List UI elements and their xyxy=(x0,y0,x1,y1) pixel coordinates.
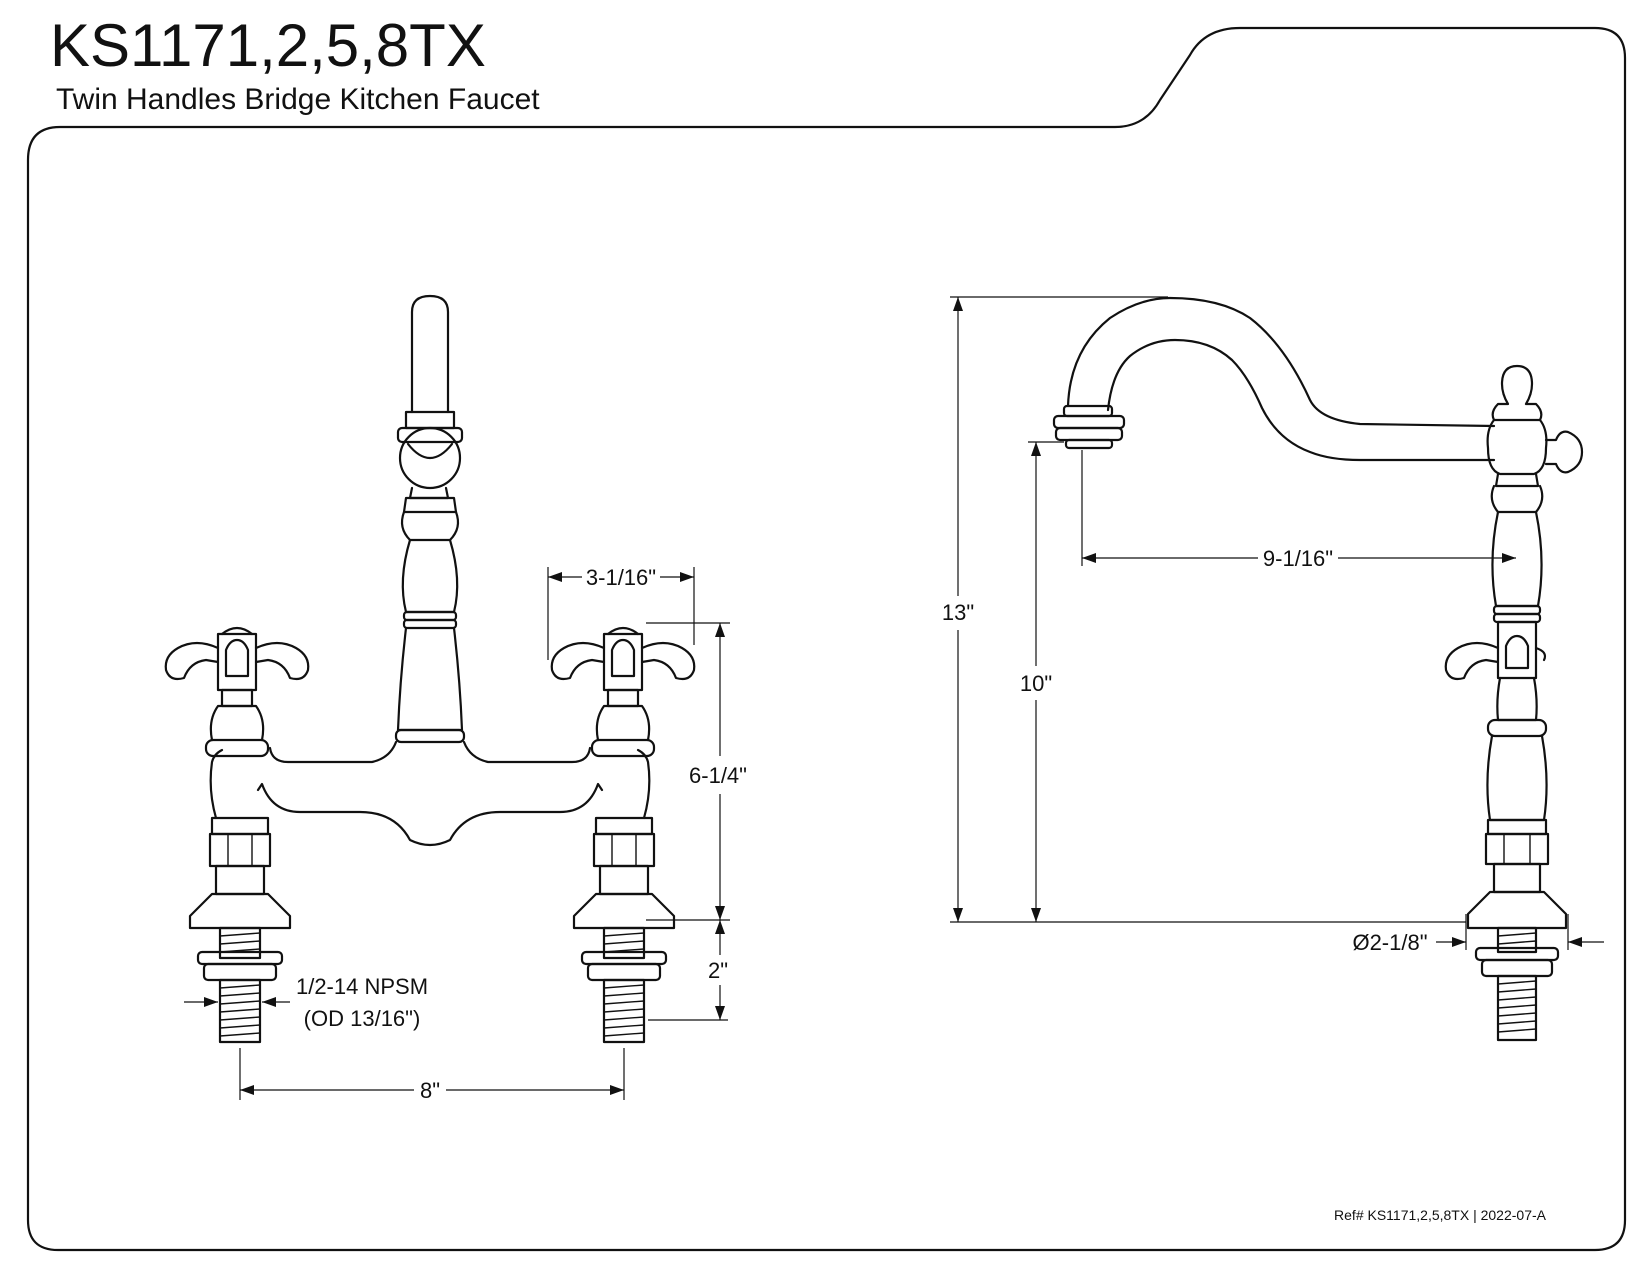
dim-center-spread: 8" xyxy=(420,1078,440,1103)
front-view-dimensions xyxy=(184,567,730,1100)
product-description: Twin Handles Bridge Kitchen Faucet xyxy=(56,83,540,116)
dim-handle-reach: 3-1/16" xyxy=(586,565,656,590)
side-view-dimensions xyxy=(950,296,1604,950)
dim-total-height: 13" xyxy=(942,600,974,625)
reference-number: Ref# KS1171,2,5,8TX | 2022-07-A xyxy=(1334,1207,1546,1223)
dim-height-to-deck: 6-1/4" xyxy=(689,763,747,788)
front-view-faucet xyxy=(164,294,696,1044)
thread-spec-line1: 1/2-14 NPSM xyxy=(296,974,428,999)
side-view-faucet xyxy=(1052,296,1584,1042)
dim-shank-length: 2" xyxy=(708,958,728,983)
model-number: KS1171,2,5,8TX xyxy=(50,12,486,79)
dim-base-diameter: Ø2-1/8" xyxy=(1352,930,1427,955)
dim-spout-clearance: 10" xyxy=(1020,671,1052,696)
sheet-border xyxy=(26,26,1627,1252)
thread-spec-line2: (OD 13/16") xyxy=(304,1006,421,1031)
dim-spout-reach: 9-1/16" xyxy=(1263,546,1333,571)
